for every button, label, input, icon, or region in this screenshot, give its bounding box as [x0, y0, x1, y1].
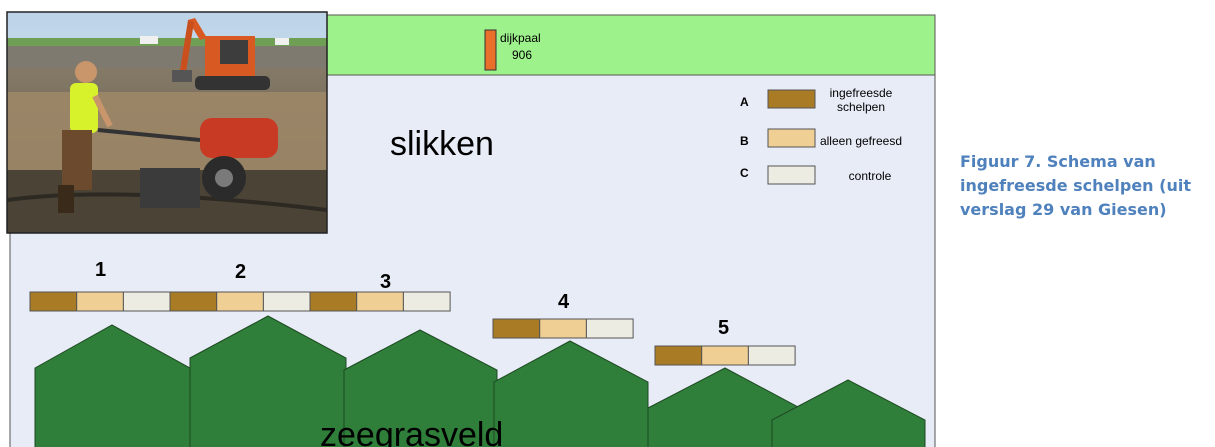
plot-number-3: 3: [380, 271, 391, 293]
legend-swatch-a: [767, 89, 816, 109]
plot-1-strip-a: [29, 291, 78, 312]
legend-letter-b: B: [740, 134, 749, 148]
legend-letter-a: A: [740, 95, 749, 109]
field-photo: [6, 11, 328, 234]
plot-number-1: 1: [95, 259, 106, 281]
dyke-post-label-line2: 906: [512, 48, 532, 62]
dyke-post-marker: [484, 29, 497, 71]
dyke-post-label-line1: dijkpaal: [500, 31, 541, 45]
plot-2-strip-b: [216, 291, 264, 312]
mudflat-label: slikken: [390, 125, 494, 163]
seagrass-patch-6: [771, 379, 926, 447]
plot-5-strip-b: [701, 345, 749, 366]
legend-swatch-c: [767, 165, 816, 185]
plot-3-strip-b: [356, 291, 404, 312]
caption-line-3: verslag 29 van Giesen): [960, 200, 1167, 219]
plot-4-strip-b: [539, 318, 587, 339]
plot-3-strip-c: [402, 291, 451, 312]
seagrass-field: [34, 315, 926, 447]
caption-line-2: ingefreesde schelpen (uit: [960, 176, 1191, 195]
seagrass-label: zeegrasveld: [320, 416, 503, 447]
plot-1-strip-c: [122, 291, 171, 312]
legend-swatch-b: [767, 128, 816, 148]
treatment-strips: [29, 291, 796, 366]
legend-label-c: controle: [849, 169, 892, 183]
figure-caption: Figuur 7. Schema van ingefreesde schelpe…: [960, 150, 1215, 222]
legend-label-b: alleen gefreesd: [820, 134, 902, 148]
plot-number-4: 4: [558, 291, 570, 313]
plot-number-5: 5: [718, 317, 729, 339]
plot-1-strip-b: [76, 291, 124, 312]
plot-4-strip-c: [585, 318, 634, 339]
plot-4-strip-a: [492, 318, 541, 339]
plot-2-strip-a: [169, 291, 218, 312]
plot-2-strip-c: [262, 291, 311, 312]
legend-label-a-line1: ingefreesde: [830, 86, 893, 100]
caption-line-1: Figuur 7. Schema van: [960, 152, 1156, 171]
plot-5-strip-c: [747, 345, 796, 366]
plot-3-strip-a: [309, 291, 358, 312]
legend-label-a-line2: schelpen: [837, 100, 885, 114]
legend-letter-c: C: [740, 166, 749, 180]
legend: A ingefreesde schelpen B alleen gefreesd…: [740, 86, 902, 185]
plot-number-2: 2: [235, 261, 246, 283]
plot-5-strip-a: [654, 345, 703, 366]
plot-layout-diagram: dijkpaal 906 slikken A ingefreesde schel…: [6, 11, 936, 447]
